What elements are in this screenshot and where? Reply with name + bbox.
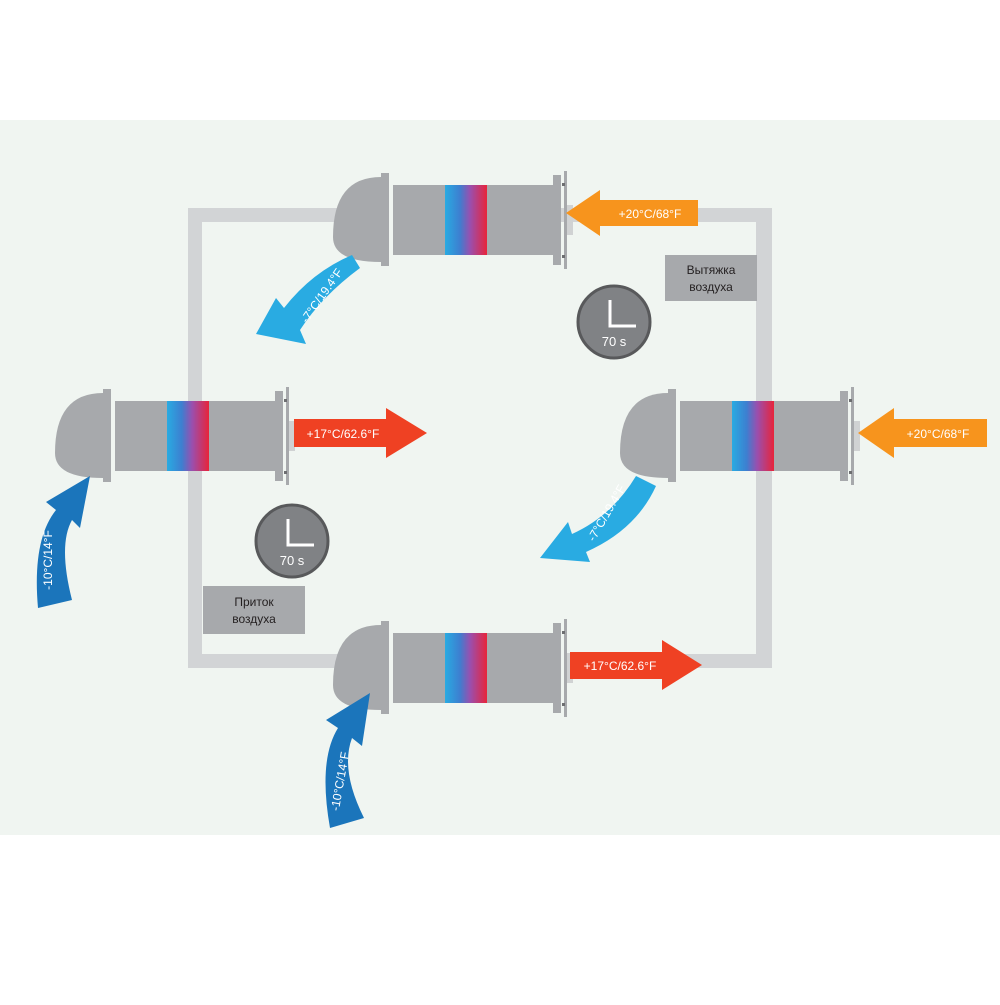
arrow-outdoor-left: -10°C/14°F: [36, 476, 90, 608]
supply-label-line2: воздуха: [232, 612, 276, 626]
arrow-supply-left: +17°C/62.6°F: [294, 408, 427, 458]
exhaust-unit-top: [333, 171, 573, 269]
temp-outdoor-left: -10°C/14°F: [41, 530, 55, 590]
timer-left: 70 s: [254, 503, 330, 579]
supply-label-line1: Приток: [234, 595, 274, 609]
temp-supply-bottom: +17°C/62.6°F: [584, 659, 657, 673]
timer-label: 70 s: [602, 334, 627, 349]
supply-label-box: Приток воздуха: [203, 586, 305, 634]
arrow-indoor-top: +20°C/68°F: [566, 190, 698, 236]
arrow-outdoor-bottom: -10°C/14°F: [325, 693, 370, 828]
timer-right: 70 s: [576, 284, 652, 360]
temp-indoor-right: +20°C/68°F: [907, 427, 970, 441]
temp-indoor-top: +20°C/68°F: [619, 207, 682, 221]
exhaust-label-line2: воздуха: [689, 280, 733, 294]
exhaust-label-box: Вытяжка воздуха: [665, 255, 757, 301]
arrow-indoor-right: +20°C/68°F: [858, 408, 987, 458]
supply-unit-bottom: [333, 619, 573, 717]
exhaust-unit-right: [620, 387, 860, 485]
arrow-supply-bottom: +17°C/62.6°F: [570, 640, 702, 690]
timer-label: 70 s: [280, 553, 305, 568]
supply-unit-left: [55, 387, 295, 485]
temp-supply-left: +17°C/62.6°F: [307, 427, 380, 441]
exhaust-label-line1: Вытяжка: [687, 263, 736, 277]
